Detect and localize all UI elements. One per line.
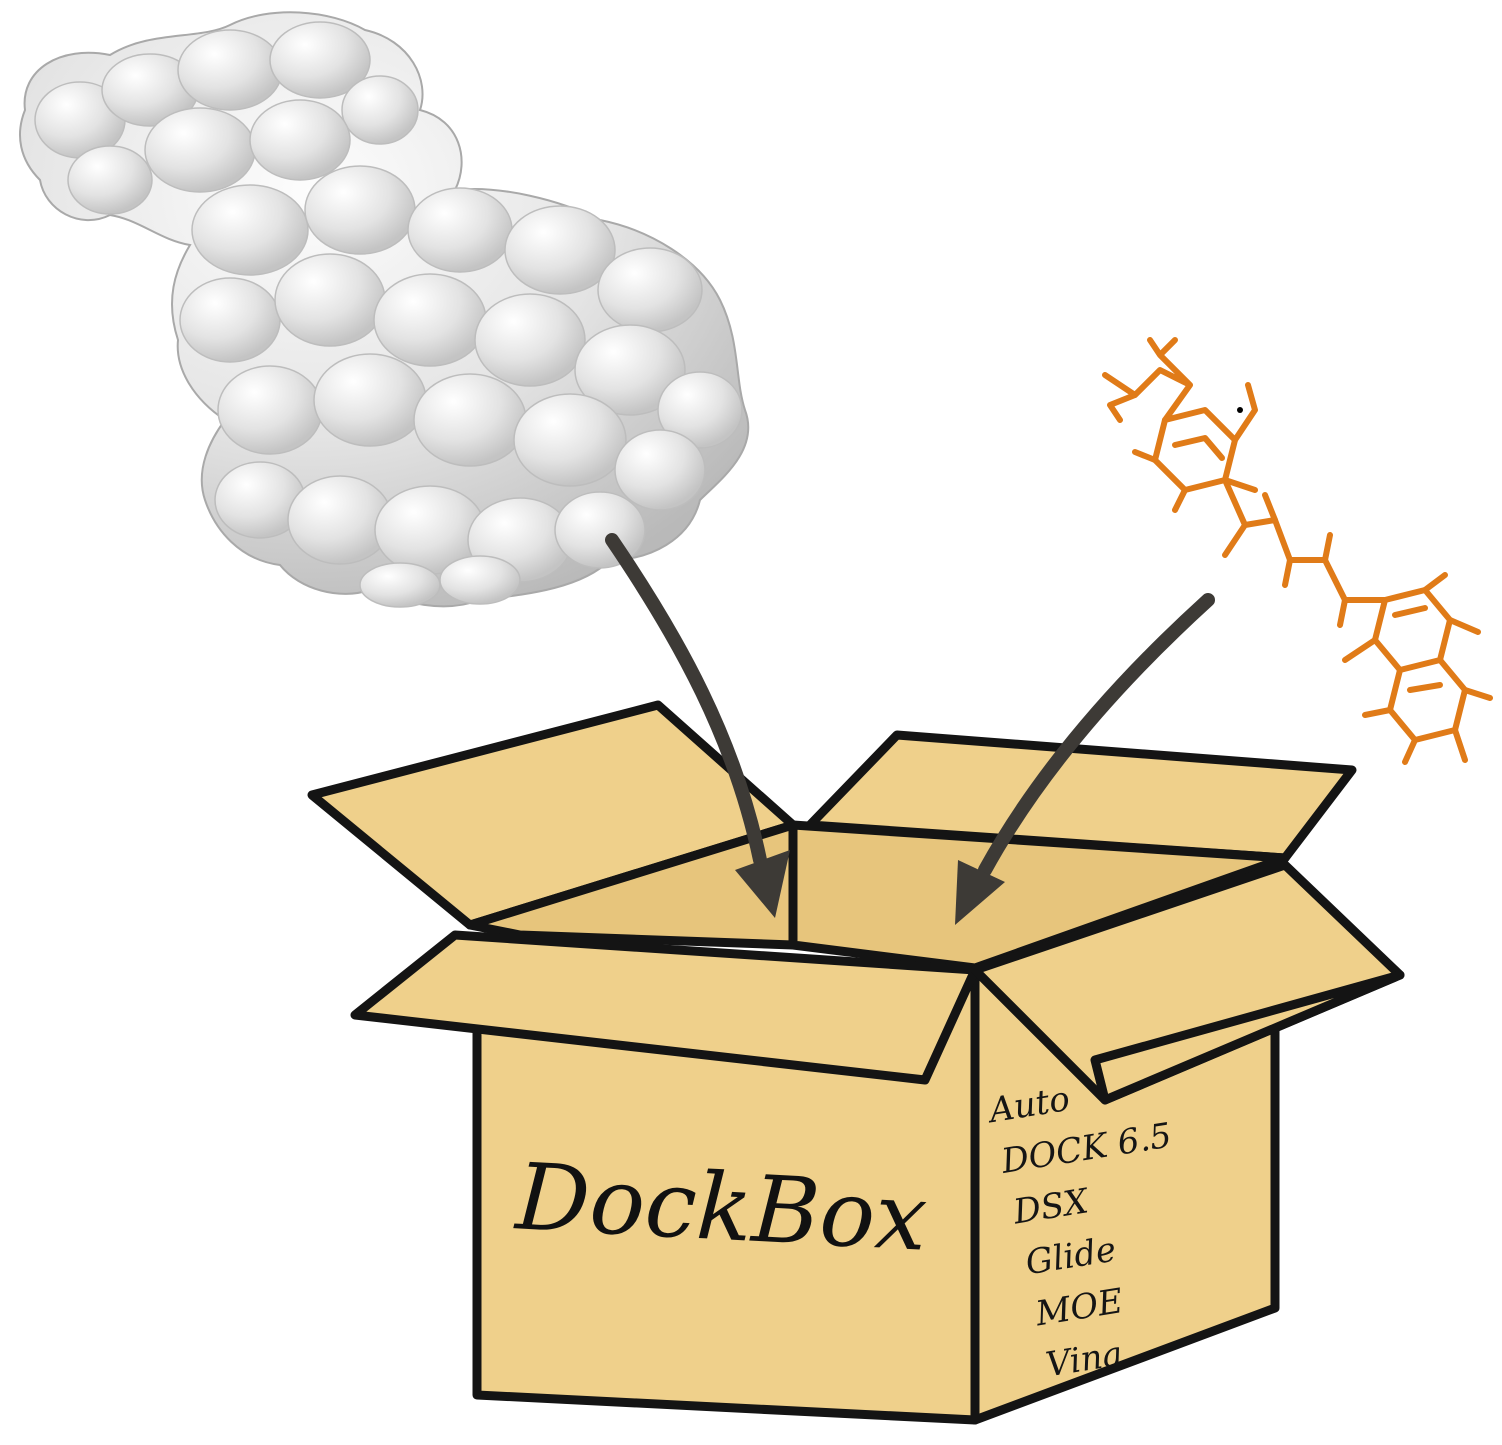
protein-arrow-head (735, 850, 790, 918)
protein-arrow (605, 533, 767, 867)
insert-arrows (605, 533, 1215, 925)
ligand-molecule-icon (1102, 337, 1493, 765)
ligand-arrow-head (955, 860, 1005, 925)
ligand-arrow (978, 593, 1215, 877)
cardboard-box (307, 700, 1405, 1425)
protein-surface-icon (19, 11, 750, 608)
box-flap-right-overlay (1090, 970, 1405, 1105)
box-title: DockBox (511, 1143, 929, 1271)
